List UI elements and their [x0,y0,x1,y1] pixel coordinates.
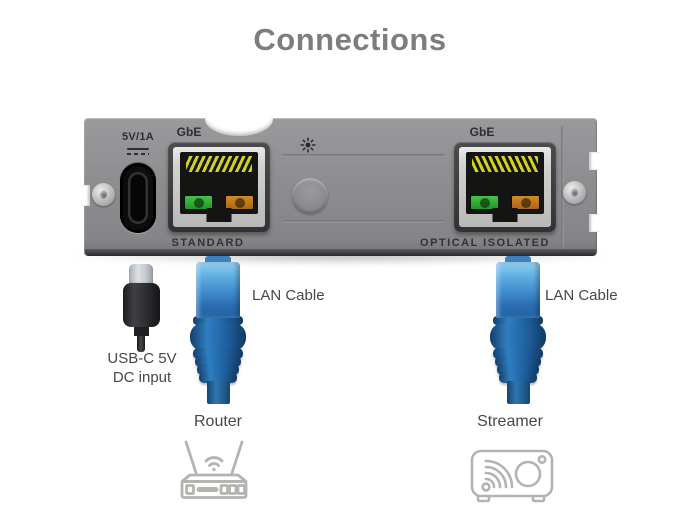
panel-seam [282,220,445,223]
power-rating-label: 5V/1A [121,131,155,143]
usb-c-plug-body [122,283,160,327]
screw-icon [92,183,115,206]
port-name-optical: OPTICAL ISOLATED [420,237,550,249]
usb-c-plug-cable [137,336,145,352]
rj45-port-optical [454,142,556,232]
rj45-pins [472,156,538,172]
usb-c-plug-tip [129,264,153,285]
screw-icon [563,181,586,204]
streamer-icon [470,448,554,511]
panel-seam [561,126,564,250]
lan-cable-streamer [490,256,546,404]
device-panel: 5V/1A GbE STANDARD [82,102,599,256]
gbe-label-standard: GbE [176,125,202,139]
streamer-label: Streamer [477,413,543,430]
rj45-bezel [459,147,551,227]
port-name-standard: STANDARD [171,237,245,249]
rj45-port-standard [168,142,270,232]
usb-c-power-port [120,163,156,233]
panel-seam [282,154,445,157]
activity-led-orange [512,196,539,209]
usb-c-plug [122,264,160,352]
panel-base-strip [85,249,596,256]
lan-cable-label: LAN Cable [545,287,618,304]
lan-cable-label: LAN Cable [252,287,325,304]
gbe-label-optical: GbE [469,125,495,139]
activity-led-orange [226,196,253,209]
usb-power-label: USB-C 5V DC input [107,350,177,386]
panel-edge-notch [589,152,599,170]
panel-edge-notch [589,214,599,232]
dc-symbol-icon [127,148,149,155]
rj45-clip-slot [206,208,232,222]
panel-edge-notch [82,185,90,206]
rj45-jack [466,152,544,222]
rj45-bezel [173,147,265,227]
rj45-jack [180,152,258,222]
rj45-clip-slot [492,208,518,222]
usb-c-plug-neck [133,327,149,336]
lan-cable-router [190,256,246,404]
panel-top-cutout [205,102,273,136]
link-led-green [471,196,498,209]
brightness-icon [299,136,317,154]
router-label: Router [193,413,243,430]
page-title: Connections [253,22,447,57]
link-led-green [185,196,212,209]
router-icon [176,434,256,507]
panel-button [292,178,328,214]
rj45-pins [186,156,252,172]
